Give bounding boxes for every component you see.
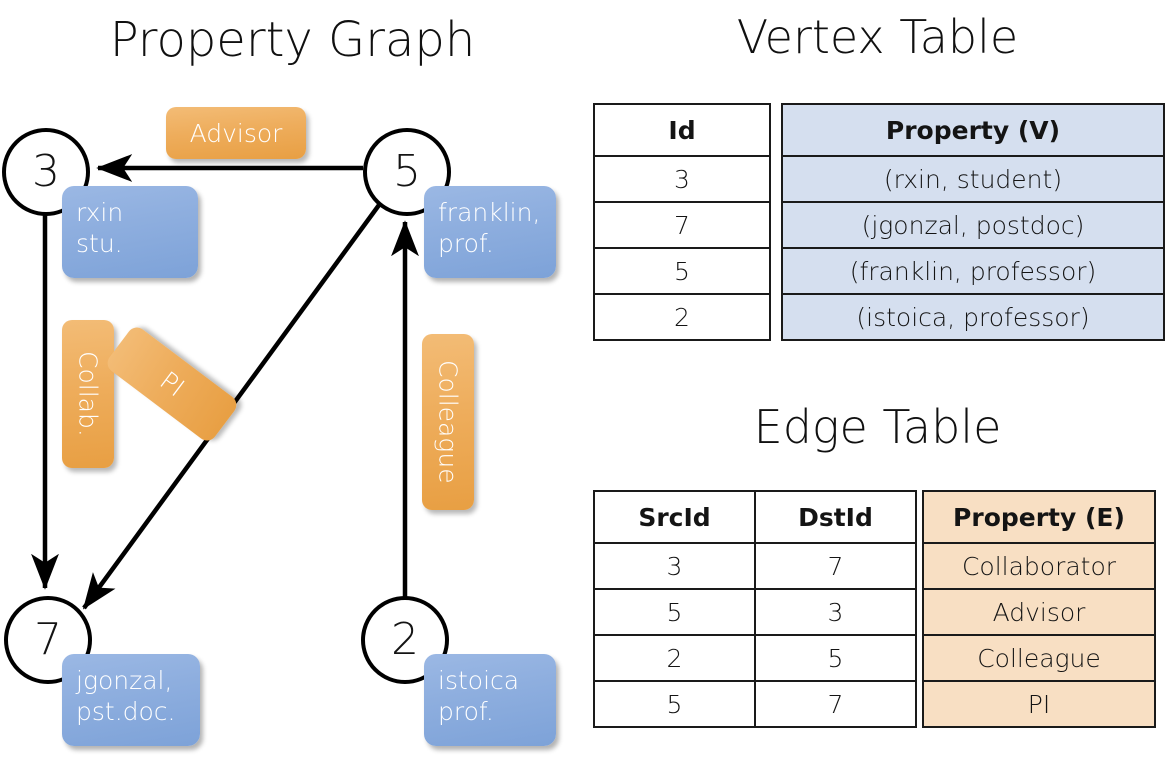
table-row[interactable]: Advisor: [922, 588, 1156, 636]
graph-node-3-label: 3: [32, 146, 60, 197]
vertex-col-id: Id: [593, 103, 771, 157]
page-title-edge-table: Edge Table: [753, 400, 1002, 454]
graph-node-3-name: rxin: [76, 198, 124, 227]
table-row[interactable]: (rxin, student): [781, 155, 1165, 203]
edge-table-ids: SrcId DstId 3 7 5 3 2 5 5 7: [593, 490, 918, 728]
table-row[interactable]: PI: [922, 680, 1156, 728]
graph-node-7-role: pst.doc.: [76, 696, 176, 726]
edge-col-srcid: SrcId: [593, 490, 756, 544]
vertex-cell-id: 3: [593, 155, 771, 203]
table-row[interactable]: 2 5: [593, 634, 918, 682]
edge-cell-src: 5: [593, 588, 756, 636]
table-row[interactable]: 2: [593, 293, 771, 341]
edge-cell-property: Colleague: [922, 634, 1156, 682]
table-row[interactable]: 7: [593, 201, 771, 249]
table-row[interactable]: 3: [593, 155, 771, 203]
graph-node-3-property-box[interactable]: rxin stu.: [62, 186, 198, 278]
edge-label-collab[interactable]: Collab.: [62, 320, 114, 468]
vertex-table-id-column: Id 3 7 5 2: [593, 103, 771, 341]
edge-label-advisor[interactable]: Advisor: [166, 107, 306, 159]
vertex-cell-property: (franklin, professor): [781, 247, 1165, 295]
graph-node-7-name: jgonzal,: [76, 666, 173, 695]
edge-cell-property: Advisor: [922, 588, 1156, 636]
table-row[interactable]: 5 3: [593, 588, 918, 636]
graph-node-5-role: prof.: [438, 228, 494, 258]
page-title-vertex-table: Vertex Table: [736, 10, 1019, 64]
edge-cell-dst: 5: [753, 634, 918, 682]
table-row[interactable]: 5: [593, 247, 771, 295]
edge-label-colleague[interactable]: Colleague: [422, 334, 474, 510]
edge-cell-dst: 7: [753, 542, 918, 590]
graph-node-5-name: franklin,: [438, 198, 541, 227]
vertex-col-property: Property (V): [781, 103, 1165, 157]
graph-node-2[interactable]: 2: [361, 596, 449, 684]
graph-node-7-property-box[interactable]: jgonzal, pst.doc.: [62, 654, 200, 746]
table-header-row: Id: [593, 103, 771, 157]
page-title-property-graph: Property Graph: [109, 12, 476, 68]
table-row[interactable]: (jgonzal, postdoc): [781, 201, 1165, 249]
edge-cell-src: 2: [593, 634, 756, 682]
table-header-row: Property (E): [922, 490, 1156, 544]
edge-label-advisor-text: Advisor: [189, 118, 283, 148]
property-graph-diagram: 3 5 7 2 rxin stu. franklin, prof. jgonza…: [2, 107, 556, 746]
vertex-table-property-column: Property (V) (rxin, student) (jgonzal, p…: [781, 103, 1165, 341]
table-row[interactable]: 3 7: [593, 542, 918, 590]
edge-label-collab-text: Collab.: [73, 351, 103, 437]
vertex-cell-id: 5: [593, 247, 771, 295]
table-row[interactable]: Collaborator: [922, 542, 1156, 590]
vertex-cell-id: 2: [593, 293, 771, 341]
edge-cell-property: PI: [922, 680, 1156, 728]
table-header-row: Property (V): [781, 103, 1165, 157]
table-row[interactable]: (istoica, professor): [781, 293, 1165, 341]
graph-node-3-role: stu.: [76, 228, 123, 258]
edge-col-property: Property (E): [922, 490, 1156, 544]
graph-node-2-property-box[interactable]: istoica prof.: [424, 654, 556, 746]
edge-cell-src: 5: [593, 680, 756, 728]
table-row[interactable]: 5 7: [593, 680, 918, 728]
edge-table-property-column: Property (E) Collaborator Advisor Collea…: [922, 490, 1156, 728]
table-row[interactable]: (franklin, professor): [781, 247, 1165, 295]
vertex-cell-property: (istoica, professor): [781, 293, 1165, 341]
edge-cell-property: Collaborator: [922, 542, 1156, 590]
graph-node-5-property-box[interactable]: franklin, prof.: [424, 186, 556, 278]
graph-node-2-role: prof.: [438, 696, 494, 726]
edge-cell-src: 3: [593, 542, 756, 590]
edge-label-colleague-text: Colleague: [433, 360, 463, 484]
vertex-cell-property: (jgonzal, postdoc): [781, 201, 1165, 249]
vertex-cell-id: 7: [593, 201, 771, 249]
edge-col-dstid: DstId: [753, 490, 918, 544]
edge-cell-dst: 7: [753, 680, 918, 728]
graph-node-2-label: 2: [391, 614, 419, 665]
graph-node-2-name: istoica: [438, 666, 520, 695]
edge-cell-dst: 3: [753, 588, 918, 636]
edge-label-pi-text: PI: [154, 365, 190, 403]
vertex-cell-property: (rxin, student): [781, 155, 1165, 203]
graph-node-7-label: 7: [34, 614, 62, 665]
graph-node-5[interactable]: 5: [363, 128, 451, 216]
graph-node-5-label: 5: [393, 146, 421, 197]
table-row[interactable]: Colleague: [922, 634, 1156, 682]
table-header-row: SrcId DstId: [593, 490, 918, 544]
